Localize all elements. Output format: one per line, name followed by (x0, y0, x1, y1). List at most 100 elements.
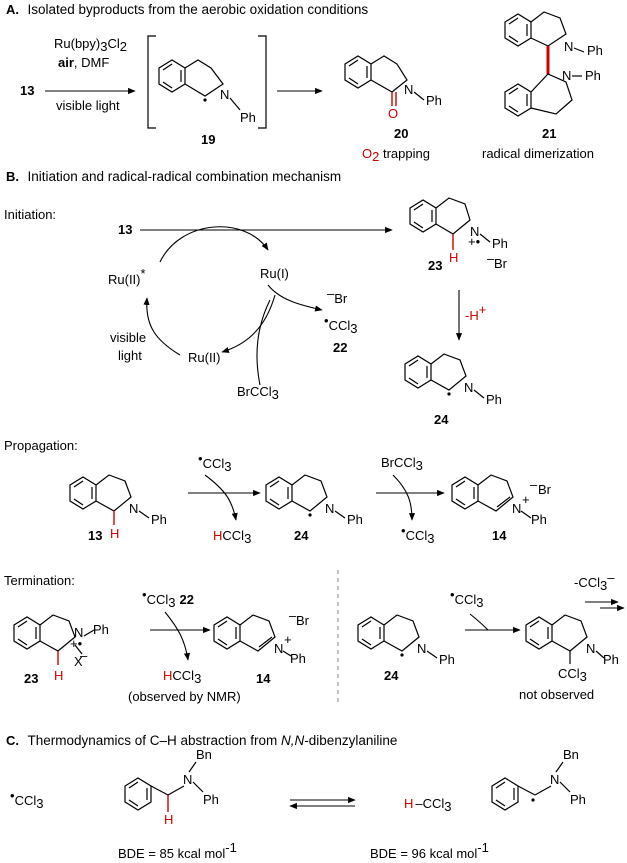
svg-text:N: N (550, 772, 559, 787)
ru1-label: Ru(I) (260, 266, 289, 281)
svg-text:N: N (220, 87, 229, 102)
compound-13-label: 13 (20, 83, 34, 98)
section-a-title: A. Isolated byproducts from the aerobic … (6, 1, 368, 18)
svg-text:Ph: Ph (203, 792, 219, 807)
svg-text:+: + (284, 632, 292, 647)
bromine-transfer-curve (392, 474, 416, 521)
svg-text:H: H (54, 668, 63, 683)
bracket-right (258, 35, 267, 129)
ccl3-reagent-propagation: •CCl3 (198, 451, 231, 474)
hccl3-termination: HCCl3 (163, 668, 201, 686)
light-label: light (118, 348, 142, 363)
hccl3-product: HCCl3 (213, 528, 251, 546)
brccl3-arrow (256, 299, 271, 386)
svg-text:Ph: Ph (93, 622, 109, 637)
compound-24-termination-label: 24 (384, 668, 399, 683)
structure-21: N Ph N Ph (504, 11, 603, 117)
compound-23-termination-label: 23 (24, 671, 38, 686)
ccl3-radical: •CCl3 (324, 313, 357, 336)
compound-20-note: O2 trapping (362, 146, 430, 164)
svg-text:Ph: Ph (151, 512, 167, 527)
section-a: A. Isolated byproducts from the aerobic … (6, 1, 603, 164)
svg-text:+•: +• (468, 234, 481, 249)
structure-dibenzylaniline: N Bn Ph H (124, 747, 219, 827)
svg-text:N: N (586, 641, 595, 656)
minus-ccl3-label: -CCl3– (574, 570, 615, 593)
section-c: C. Thermodynamics of C–H abstraction fro… (6, 732, 586, 861)
svg-text:X: X (74, 654, 83, 669)
svg-text:Ph: Ph (531, 512, 547, 527)
compound-13-propagation-label: 13 (88, 528, 102, 543)
ccl3-regenerated: •CCl3 (401, 523, 434, 546)
svg-text:Ph: Ph (240, 110, 256, 125)
section-c-title: C. Thermodynamics of C–H abstraction fro… (6, 732, 397, 749)
condition-catalyst: Ru(bpy)3Cl2 (54, 36, 127, 54)
compound-14-propagation-label: 14 (492, 528, 507, 543)
svg-text:+•: +• (70, 636, 83, 651)
svg-text:Ph: Ph (426, 93, 442, 108)
bde-right: BDE = 96 kcal mol-1 (370, 840, 489, 861)
termination-label: Termination: (4, 573, 75, 588)
svg-text:–: – (530, 477, 538, 492)
ru2-excited: Ru(II)* (108, 266, 146, 287)
termination-curve-1 (164, 611, 191, 661)
svg-text:Ph: Ph (492, 236, 508, 251)
svg-text:Ph: Ph (486, 392, 502, 407)
svg-text:Ph: Ph (347, 512, 363, 527)
svg-text:Ph: Ph (290, 651, 306, 666)
termination-curve-2 (469, 613, 489, 631)
initiation-label: Initiation: (4, 207, 56, 222)
hat-curve-1 (204, 474, 238, 521)
svg-text:N: N (183, 772, 192, 787)
svg-text:–: – (289, 608, 297, 623)
svg-text:H: H (449, 250, 458, 265)
svg-text:+: + (522, 492, 530, 507)
structure-23: N +• Ph – Br H (409, 197, 508, 271)
structure-23-termination: N +• Ph X – H (13, 614, 109, 683)
svg-text:Ph: Ph (587, 43, 603, 58)
cycle-arrow-left (143, 297, 181, 356)
svg-text:N: N (325, 501, 334, 516)
structure-ccl3-adduct: N Ph CCl3 (525, 614, 619, 684)
svg-text:N: N (562, 68, 571, 83)
svg-text:H: H (164, 812, 173, 827)
ru2-label: Ru(II) (188, 350, 221, 365)
svg-text:Ph: Ph (585, 68, 601, 83)
ccl3-radical-c: •CCl3 (10, 788, 43, 811)
svg-text:N: N (464, 380, 473, 395)
structure-19: N Ph (158, 59, 256, 125)
deprotonation-label: -H+ (465, 302, 486, 323)
svg-text:Bn: Bn (563, 747, 579, 762)
ccl3-radical-termination: •CCl3 (450, 587, 483, 610)
compound-23-label: 23 (428, 258, 442, 273)
svg-text:Br: Br (296, 613, 310, 628)
compound-21-label: 21 (542, 126, 556, 141)
svg-text:N: N (512, 501, 521, 516)
bde-left: BDE = 85 kcal mol-1 (118, 840, 237, 861)
svg-text:Br: Br (494, 256, 508, 271)
structure-24-initiation: N Ph (404, 353, 502, 407)
svg-text:Ph: Ph (603, 652, 619, 667)
propagation-label: Propagation: (4, 438, 78, 453)
compound-22-label: 22 (333, 340, 347, 355)
structure-24-propagation: N Ph (265, 474, 363, 527)
structure-24-termination: N Ph (357, 614, 455, 667)
structure-14-propagation: N + Ph – Br (451, 474, 552, 527)
compound-20-label: 20 (394, 126, 408, 141)
nmr-note: (observed by NMR) (128, 689, 241, 704)
svg-text:N: N (129, 501, 138, 516)
brccl3-reagent: BrCCl3 (237, 384, 279, 402)
condition-visible-light: visible light (56, 98, 120, 113)
structure-benzylic-radical: N Bn Ph (491, 747, 586, 811)
svg-text:CCl3: CCl3 (558, 666, 587, 684)
svg-text:Bn: Bn (196, 747, 212, 762)
br-ccl3-arrow (267, 284, 323, 312)
svg-text:H: H (110, 526, 119, 541)
svg-text:–: – (487, 251, 495, 266)
svg-text:N: N (74, 625, 83, 640)
bracket-left (147, 35, 156, 129)
cycle-arrow-right (221, 294, 276, 353)
structure-13: N Ph H (69, 474, 167, 541)
section-b: B. Initiation and radical-radical combin… (4, 169, 625, 705)
